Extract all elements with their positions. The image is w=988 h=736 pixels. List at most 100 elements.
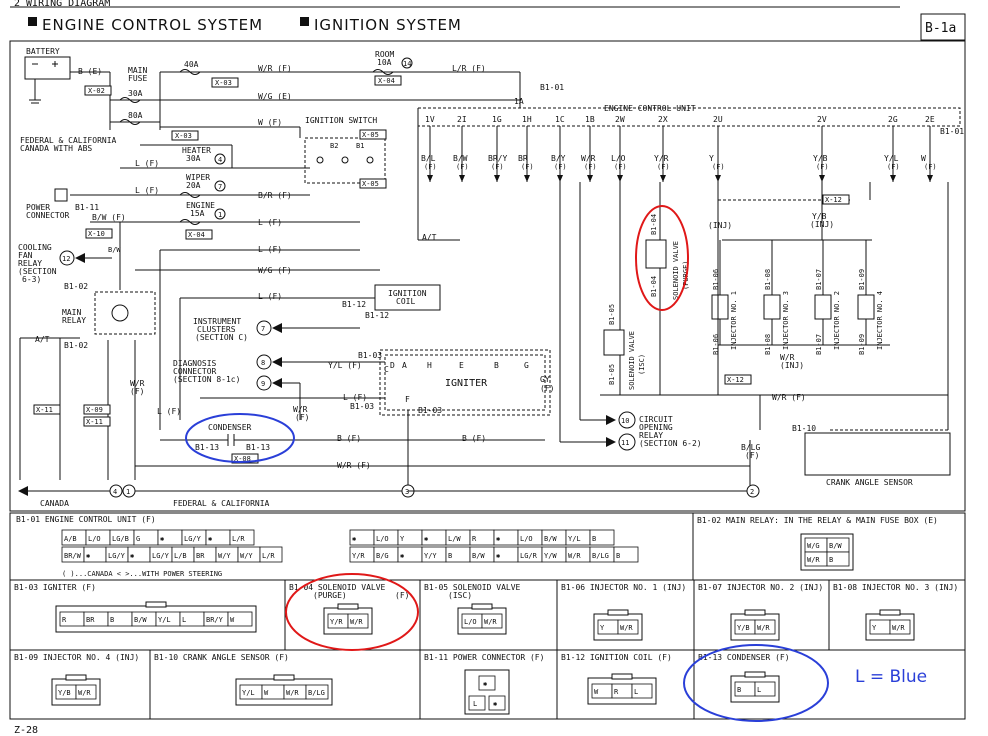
svg-text:W/R: W/R <box>780 353 795 362</box>
pin-cell <box>481 613 503 629</box>
pin-label: L/R <box>232 535 245 543</box>
connector-title: B1-05 SOLENOID VALVE <box>424 583 521 592</box>
pin-label: L <box>634 688 638 696</box>
arrow-icon <box>890 175 896 182</box>
pin-label: Y/L <box>158 616 171 624</box>
svg-text:(F): (F) <box>540 384 554 393</box>
svg-text:B1-13: B1-13 <box>246 443 270 452</box>
pin-label: B <box>110 616 114 624</box>
svg-text:IGNITER: IGNITER <box>445 378 488 389</box>
svg-text:30A: 30A <box>186 154 201 163</box>
pin-label: LG/Y <box>184 535 202 543</box>
svg-text:B/W: B/W <box>108 246 121 254</box>
pin-label: ✱ <box>352 535 357 543</box>
igniter-pin-B: B <box>494 361 499 370</box>
page-number: Z-28 <box>14 725 38 736</box>
arrow-icon <box>617 175 623 182</box>
svg-text:FEDERAL & CALIFORNIA: FEDERAL & CALIFORNIA <box>173 499 270 508</box>
fuse-icon <box>119 97 141 103</box>
svg-text:CONNECTOR: CONNECTOR <box>26 211 70 220</box>
pin-cell <box>826 551 850 567</box>
connector-b1-02: B1-02 MAIN RELAY: IN THE RELAY & MAIN FU… <box>697 516 938 571</box>
ecu-pin-2W: 2W <box>615 115 625 124</box>
arrow-icon <box>715 175 721 182</box>
svg-text:GY: GY <box>540 375 550 384</box>
svg-text:HEATER: HEATER <box>182 146 211 155</box>
arrow-icon <box>494 175 500 182</box>
pin-label: B/W <box>829 542 842 550</box>
svg-text:6-3): 6-3) <box>22 275 41 284</box>
connector-subtitle: (PURGE) <box>313 591 347 600</box>
pin-label: LG/B <box>112 535 129 543</box>
svg-text:CRANK ANGLE SENSOR: CRANK ANGLE SENSOR <box>826 478 913 487</box>
highlight-condenser <box>185 413 295 463</box>
pin-label: L/O <box>520 535 533 543</box>
ecu-wire-suffix: (F) <box>614 163 627 171</box>
svg-text:FAN: FAN <box>18 251 33 260</box>
pin-label: A/B <box>64 535 77 543</box>
pin-label: W/R <box>286 689 299 697</box>
svg-text:COOLING: COOLING <box>18 243 52 252</box>
title-right: IGNITION SYSTEM <box>314 16 462 34</box>
arrow-icon <box>557 175 563 182</box>
ecu-wire-suffix: (F) <box>521 163 534 171</box>
pin-label: B <box>592 535 596 543</box>
arrow-icon <box>427 175 433 182</box>
connector-title: B1-04 SOLENOID VALVE <box>289 583 386 592</box>
svg-text:B1-04: B1-04 <box>650 276 658 297</box>
svg-text:W/R: W/R <box>293 405 308 414</box>
svg-text:F: F <box>405 395 410 404</box>
svg-text:3: 3 <box>405 488 409 496</box>
bullet-icon <box>300 17 309 26</box>
svg-text:7: 7 <box>218 183 222 191</box>
pin-label: BR/W <box>64 552 82 560</box>
ecu-pin-1G: 1G <box>492 115 502 124</box>
pin-label: B/LG <box>592 552 609 560</box>
pin-label: Y <box>400 535 405 543</box>
injector-id: B1-08 <box>764 269 772 290</box>
pin-label: B/W <box>472 552 485 560</box>
svg-text:B1-13: B1-13 <box>195 443 219 452</box>
svg-text:4: 4 <box>113 488 117 496</box>
svg-text:B1-01: B1-01 <box>540 83 564 92</box>
svg-text:X-03: X-03 <box>215 79 232 87</box>
ecu-wire-label: Y <box>709 154 714 163</box>
svg-text:(F): (F) <box>295 413 309 422</box>
battery: BATTERY <box>24 47 71 104</box>
connector-title: B1-06 INJECTOR NO. 1 (INJ) <box>561 583 686 592</box>
pin-label: Y/Y <box>424 552 437 560</box>
svg-text:20A: 20A <box>186 181 201 190</box>
svg-text:CLUSTERS: CLUSTERS <box>197 325 236 334</box>
pin-cell <box>488 695 506 711</box>
svg-text:BATTERY: BATTERY <box>26 47 60 56</box>
arrow-icon <box>819 175 825 182</box>
connector-title: B1-10 CRANK ANGLE SENSOR (F) <box>154 653 289 662</box>
pin-cell <box>889 619 911 635</box>
pin-label: B <box>829 556 833 564</box>
svg-text:X-04: X-04 <box>188 231 205 239</box>
svg-text:1: 1 <box>126 488 130 496</box>
pin-label: ✱ <box>160 535 165 543</box>
ecu-wire-suffix: (F) <box>456 163 469 171</box>
bullet-icon <box>28 17 37 26</box>
pin-label: W <box>594 688 599 696</box>
svg-text:IGNITION: IGNITION <box>388 289 427 298</box>
svg-text:B/R (F): B/R (F) <box>258 191 292 200</box>
pin-label: L/O <box>464 618 477 626</box>
connector-footnote: ( )...CANADA < >...WITH POWER STEERING <box>62 570 222 578</box>
ignition-switch: IGNITION SWITCH B2 B1 X-05 X-05 <box>304 116 387 189</box>
svg-text:(F): (F) <box>130 387 144 396</box>
connector-x02: X-02 <box>88 87 105 95</box>
pin-label: B/G <box>376 552 389 560</box>
svg-text:MAIN: MAIN <box>62 308 81 317</box>
pin-label: LG/Y <box>152 552 170 560</box>
svg-text:X-12: X-12 <box>727 376 744 384</box>
ecu-pin-2X: 2X <box>658 115 668 124</box>
svg-text:L (F): L (F) <box>135 159 159 168</box>
arrow-icon <box>660 175 666 182</box>
ground-icon <box>18 486 28 496</box>
svg-text:B1-02: B1-02 <box>64 341 88 350</box>
